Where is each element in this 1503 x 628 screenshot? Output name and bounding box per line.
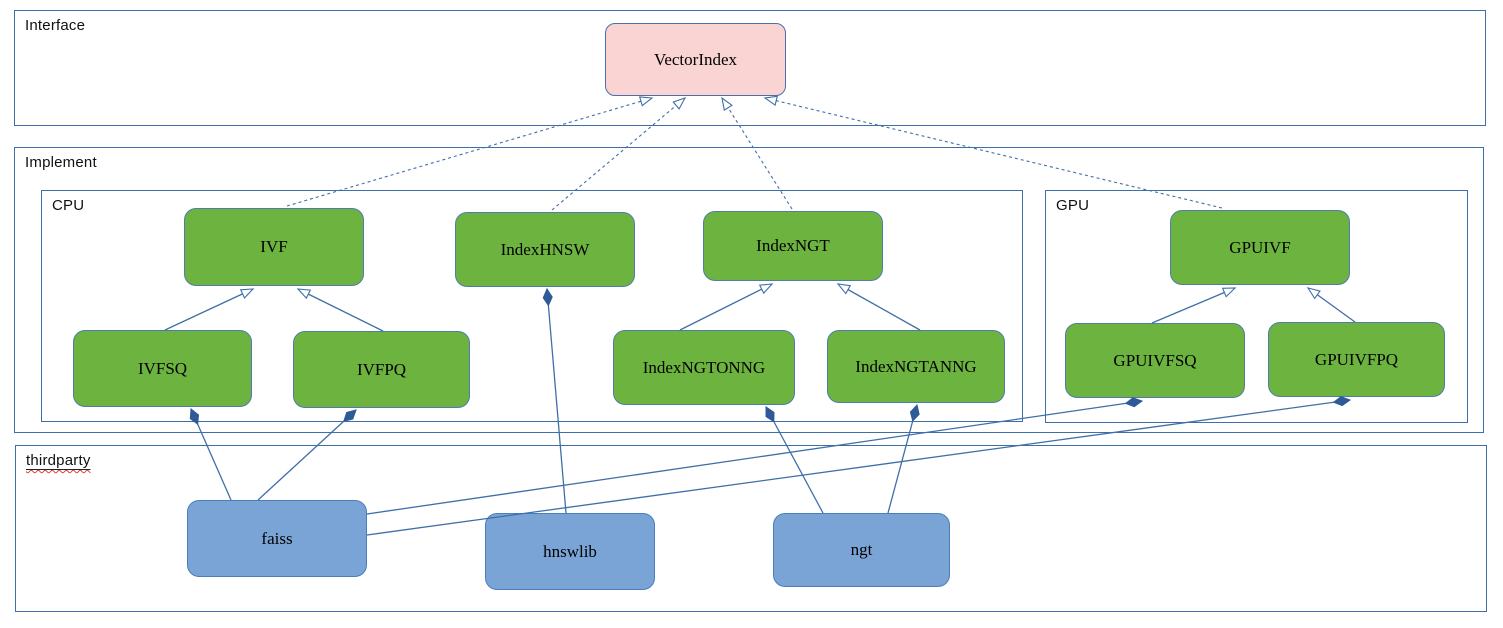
gpu-group-label: GPU bbox=[1056, 197, 1090, 214]
node-indexngtanng: IndexNGTANNG bbox=[827, 330, 1005, 403]
node-ngt-label: ngt bbox=[850, 540, 873, 559]
node-ivfpq: IVFPQ bbox=[293, 331, 470, 408]
node-ivfsq-label: IVFSQ bbox=[137, 358, 188, 378]
node-ivf-label: IVF bbox=[260, 237, 288, 256]
node-hnswlib: hnswlib bbox=[485, 513, 655, 590]
interface-group-label: Interface bbox=[25, 17, 86, 34]
node-gpuivf: GPUIVF bbox=[1170, 210, 1350, 285]
node-indexngtanng-label: IndexNGTANNG bbox=[855, 356, 977, 376]
node-indexhnsw: IndexHNSW bbox=[455, 212, 635, 287]
node-indexngt: IndexNGT bbox=[703, 211, 883, 281]
node-gpuivfpq: GPUIVFPQ bbox=[1268, 322, 1445, 397]
node-indexngtonng-label: IndexNGTONNG bbox=[642, 357, 766, 377]
node-hnswlib-label: hnswlib bbox=[543, 541, 597, 561]
node-gpuivfpq-label: GPUIVFPQ bbox=[1314, 349, 1399, 369]
node-gpuivfsq: GPUIVFSQ bbox=[1065, 323, 1245, 398]
cpu-group-label: CPU bbox=[52, 197, 85, 214]
node-vectorindex: VectorIndex bbox=[605, 23, 786, 96]
node-faiss: faiss bbox=[187, 500, 367, 577]
node-vectorindex-label: VectorIndex bbox=[653, 49, 738, 69]
node-indexngt-label: IndexNGT bbox=[756, 236, 830, 255]
node-indexhnsw-label: IndexHNSW bbox=[500, 239, 590, 259]
node-indexngtonng: IndexNGTONNG bbox=[613, 330, 795, 405]
node-faiss-label: faiss bbox=[261, 528, 293, 548]
implement-group-label: Implement bbox=[25, 154, 97, 171]
node-gpuivf-label: GPUIVF bbox=[1229, 237, 1291, 257]
node-gpuivfsq-label: GPUIVFSQ bbox=[1113, 350, 1197, 370]
thirdparty-group-label: thirdparty bbox=[26, 452, 91, 469]
node-ngt: ngt bbox=[773, 513, 950, 587]
node-ivf: IVF bbox=[184, 208, 364, 286]
node-ivfsq: IVFSQ bbox=[73, 330, 252, 407]
node-ivfpq-label: IVFPQ bbox=[356, 359, 407, 379]
thirdparty-group-label-text: thirdparty bbox=[26, 452, 91, 469]
